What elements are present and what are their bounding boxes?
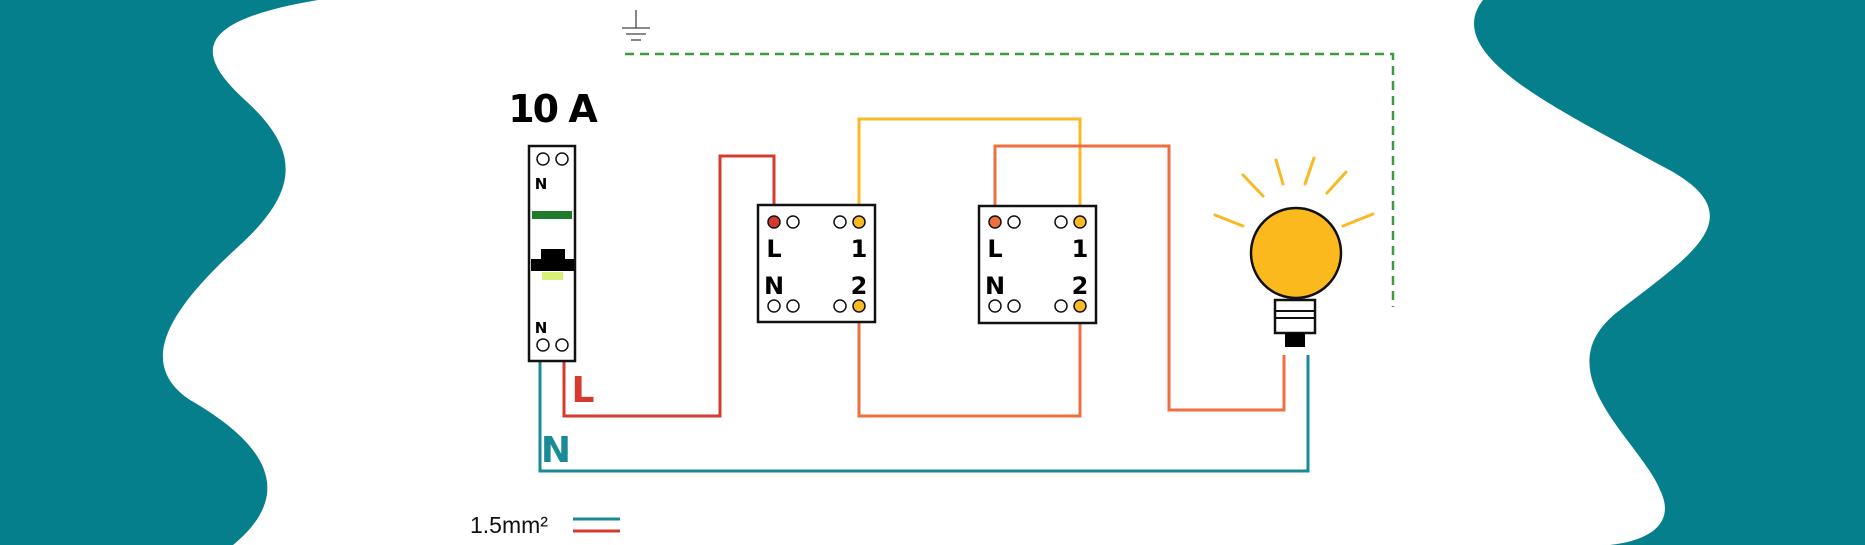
switch-1-terminal-empty [833,299,847,313]
light-rays [1213,156,1375,228]
bulb-globe [1249,206,1343,300]
breaker-screw-icon [555,152,569,166]
switch-2-terminal-empty [1007,299,1021,313]
live-wire-label: L [572,370,595,411]
switch-2-label-L: L [987,235,1002,263]
legend-cable-section-label: 1.5mm² [470,512,548,538]
switch-2-terminal-empty [1054,215,1068,229]
switch-2-label-1: 1 [1072,235,1089,263]
breaker-green-indicator [532,211,572,219]
breaker-rating-label: 10 A [508,87,598,131]
switch-1-label-1: 1 [851,235,868,263]
switch-2-label-2: 2 [1072,272,1089,300]
neutral-wire [538,355,1310,473]
switch-2-terminal-1 [1073,215,1087,229]
breaker-top-terminal-label: N [535,175,548,193]
switch-1-terminal-empty [786,215,800,229]
traveler-wire-yellow [857,117,1082,222]
bulb-socket [1273,298,1317,335]
breaker-screw-icon [536,152,550,166]
switch-2-terminal-empty [1007,215,1021,229]
switch-1-terminal-empty [767,299,781,313]
switch-2-terminal-L [988,215,1002,229]
breaker-screw-icon [555,338,569,352]
switch-1-terminal-1 [852,215,866,229]
switch-1-label-L: L [766,235,781,263]
live-wire [562,154,776,418]
two-way-switch-1: L 1 N 2 [756,203,877,324]
two-way-switch-2: L 1 N 2 [977,204,1098,325]
switch-2-terminal-empty [1054,299,1068,313]
neutral-wire-label: N [541,430,571,471]
traveler-wire-orange [857,306,1082,418]
legend: 1.5mm² [470,512,620,538]
switch-1-label-N: N [764,272,784,300]
switch-1-terminal-L [767,215,781,229]
breaker-bottom-terminal-label: N [535,319,548,337]
switch-1-terminal-empty [786,299,800,313]
switch-2-label-N: N [985,272,1005,300]
switch-2-terminal-2 [1073,299,1087,313]
earth-wire [625,52,1395,307]
switch-1-terminal-2 [852,299,866,313]
light-bulb-icon [1213,156,1375,347]
breaker-screw-icon [536,338,550,352]
diagram-canvas [162,0,1710,545]
earth-symbol-icon [622,10,650,41]
switch-1-terminal-empty [833,215,847,229]
switch-2-terminal-empty [988,299,1002,313]
switch-1-label-2: 2 [851,272,868,300]
circuit-breaker: N N [527,144,577,363]
breaker-toggle-lever[interactable] [541,249,565,263]
bulb-contact [1285,333,1305,347]
switched-live-wire [993,144,1286,412]
breaker-lime-indicator [542,272,563,280]
